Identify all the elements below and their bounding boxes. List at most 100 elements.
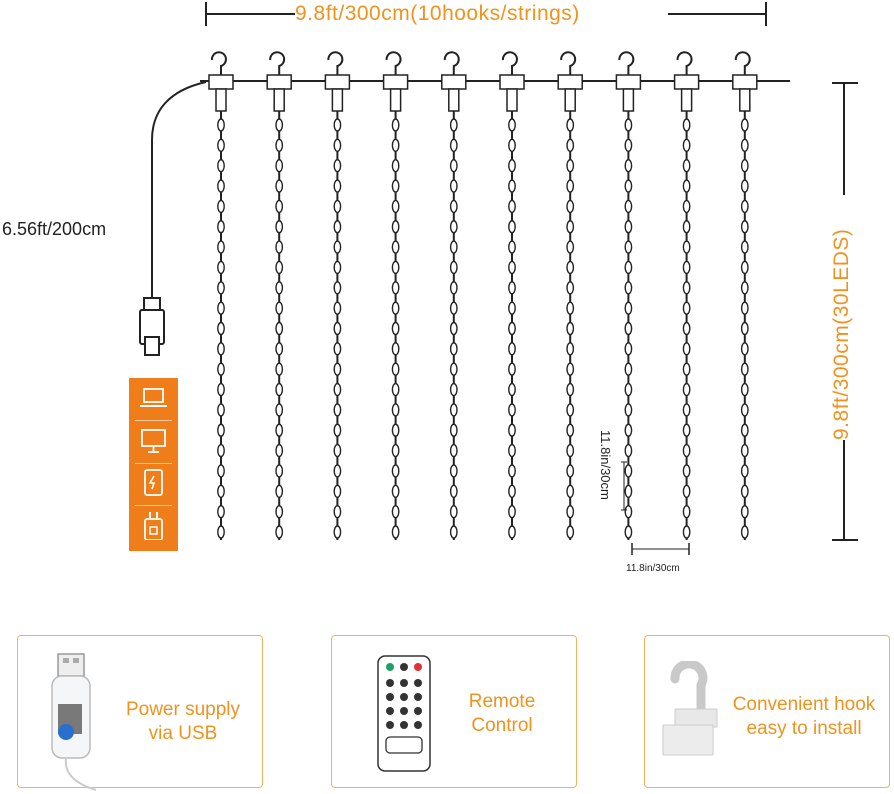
led-bulb <box>333 504 342 519</box>
led-bulb <box>275 504 284 519</box>
led-bulb <box>275 220 284 234</box>
led-bulb <box>391 403 400 417</box>
hook-icon <box>734 51 751 76</box>
led-bulb <box>682 220 691 234</box>
led-bulb <box>566 443 575 458</box>
led-bulb <box>333 382 342 397</box>
led-bulb <box>740 199 749 214</box>
led-bulb <box>391 484 400 498</box>
led-bulb <box>217 342 225 356</box>
led-bulb <box>508 158 516 173</box>
led-bulb <box>449 321 458 336</box>
led-bulb <box>740 504 749 519</box>
feature-hook-line1: Convenient hook <box>732 694 876 715</box>
light-string <box>208 51 234 540</box>
led-bulb <box>449 158 458 173</box>
led-bulb <box>624 443 633 458</box>
hook-icon <box>662 661 718 756</box>
led-bulb <box>740 179 749 193</box>
led-bulb <box>508 443 516 458</box>
led-bulb <box>566 301 575 315</box>
led-bulb <box>449 118 458 132</box>
led-bulb <box>682 240 691 254</box>
led-bulb <box>508 504 516 519</box>
led-bulb <box>217 301 225 315</box>
led-bulb <box>624 342 633 356</box>
led-bulb <box>333 281 342 295</box>
led-bulb <box>624 484 633 498</box>
light-string <box>499 51 525 540</box>
feature-card-remote: Remote Control <box>331 635 577 788</box>
cable-length-label: 6.56ft/200cm <box>2 219 107 239</box>
led-bulb <box>740 484 749 498</box>
hook-icon <box>210 51 227 76</box>
led-bulb <box>217 240 225 254</box>
led-bulb <box>275 403 284 417</box>
light-string <box>673 51 700 540</box>
led-bulb <box>624 158 633 173</box>
led-bulb <box>624 281 633 295</box>
led-bulb <box>275 118 284 132</box>
led-bulb <box>508 403 516 417</box>
led-bulb <box>566 504 575 519</box>
led-bulb <box>624 525 633 539</box>
power-bank-icon <box>144 469 163 496</box>
led-bulb <box>682 281 691 295</box>
led-bulb <box>624 382 633 397</box>
led-bulb <box>566 484 575 498</box>
led-bulb <box>508 138 516 153</box>
led-bulb <box>449 525 458 539</box>
led-bulb <box>275 342 284 356</box>
led-bulb <box>333 179 342 193</box>
led-bulb <box>275 240 284 254</box>
led-bulb <box>449 179 458 193</box>
hook-icon <box>443 51 460 76</box>
led-bulb <box>682 158 691 173</box>
led-bulb <box>275 301 284 315</box>
feature-hook-line2: easy to install <box>746 718 862 739</box>
led-bulb <box>508 464 516 478</box>
led-bulb <box>391 321 400 336</box>
led-bulb <box>449 199 458 214</box>
hook-icon <box>501 51 518 76</box>
led-bulb <box>624 118 633 132</box>
feature-remote-text: Remote Control <box>442 690 562 738</box>
hook-icon <box>560 51 577 76</box>
led-bulb <box>682 179 691 193</box>
led-bulb <box>508 179 516 193</box>
led-bulb <box>740 138 749 153</box>
led-bulb <box>449 403 458 417</box>
led-bulb <box>275 382 284 397</box>
led-bulb <box>391 362 400 376</box>
led-bulb <box>333 464 342 478</box>
led-bulb <box>391 423 400 437</box>
led-bulb <box>333 342 342 356</box>
led-bulb <box>275 260 284 275</box>
light-string <box>382 51 409 540</box>
led-bulb <box>217 464 225 478</box>
led-bulb <box>508 118 516 132</box>
led-bulb <box>682 118 691 132</box>
led-bulb <box>682 525 691 539</box>
led-bulb <box>682 443 691 458</box>
led-bulb <box>740 342 749 356</box>
led-bulb <box>449 301 458 315</box>
led-bulb <box>624 321 633 336</box>
led-bulb <box>217 525 225 539</box>
led-bulb <box>391 281 400 295</box>
led-bulb <box>217 260 225 275</box>
feature-usb-line1: Power supply <box>125 699 241 720</box>
led-bulb <box>217 403 225 417</box>
led-bulb <box>740 423 749 437</box>
led-bulb <box>333 321 342 336</box>
led-bulb <box>624 138 633 153</box>
light-string <box>266 51 292 540</box>
led-bulb <box>566 342 575 356</box>
led-bulb <box>508 220 516 234</box>
divider <box>135 505 172 506</box>
led-bulb <box>566 260 575 275</box>
led-bulb <box>391 504 400 519</box>
led-bulb <box>449 220 458 234</box>
led-bulb <box>682 362 691 376</box>
led-bulb <box>275 423 284 437</box>
